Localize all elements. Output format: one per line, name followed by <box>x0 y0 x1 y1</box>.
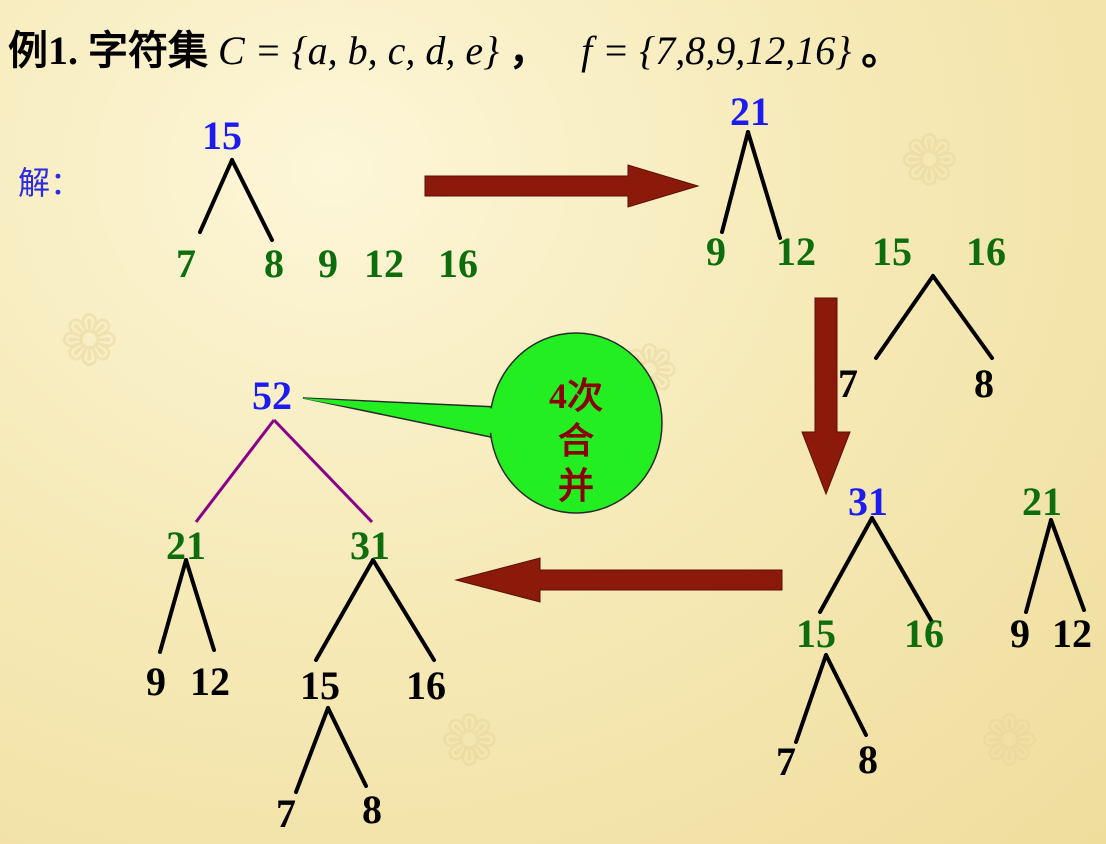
node-7: 7 <box>276 791 296 836</box>
node-21: 21 <box>730 89 770 134</box>
node-16: 16 <box>406 663 446 708</box>
node-15: 15 <box>300 663 340 708</box>
node-8: 8 <box>362 787 382 832</box>
set-c: C = {a, b, c, d, e} <box>218 28 500 73</box>
solution-label: 解： <box>18 165 83 201</box>
edge <box>294 706 330 794</box>
edge <box>371 558 436 662</box>
edge <box>158 558 188 654</box>
edge <box>794 653 828 744</box>
callout-line: 4次 <box>548 376 603 416</box>
edge <box>184 558 216 652</box>
edge <box>230 158 274 242</box>
node-12: 12 <box>190 659 230 704</box>
edge <box>931 274 994 360</box>
edge <box>870 516 934 624</box>
node-15: 15 <box>202 113 242 158</box>
edge-root-left <box>194 419 276 523</box>
edge <box>314 558 375 662</box>
node-52: 52 <box>252 373 292 418</box>
node-16: 16 <box>438 241 478 286</box>
node-31: 31 <box>848 479 888 524</box>
node-16: 16 <box>904 611 944 656</box>
node-8: 8 <box>858 737 878 782</box>
edge <box>818 516 874 614</box>
edge <box>1024 518 1053 614</box>
node-7: 7 <box>176 241 196 286</box>
edge <box>874 274 935 360</box>
arrow-down <box>801 297 851 496</box>
edge <box>720 130 750 234</box>
page-title: 例1. 字符集 C = {a, b, c, d, e} ， f = {7,8,9… <box>8 18 901 76</box>
edge <box>198 158 234 234</box>
background-ornament: ❁ <box>900 124 959 201</box>
node-16: 16 <box>966 229 1006 274</box>
node-9: 9 <box>1010 611 1030 656</box>
node-15: 15 <box>872 229 912 274</box>
edge <box>326 706 368 788</box>
node-12: 12 <box>776 229 816 274</box>
callout-line: 并 <box>557 466 594 506</box>
node-9: 9 <box>318 241 338 286</box>
callout-line: 合 <box>557 421 594 461</box>
set-f: f = {7,8,9,12,16} <box>581 28 852 73</box>
node-7: 7 <box>776 739 796 784</box>
node-21: 21 <box>166 523 206 568</box>
node-21: 21 <box>1022 479 1062 524</box>
background-ornament: ❁ <box>60 304 119 381</box>
callout-text: 4次 合 并 <box>536 374 616 509</box>
node-15: 15 <box>796 611 836 656</box>
background-ornament: ❁ <box>440 704 499 781</box>
node-12: 12 <box>1052 611 1092 656</box>
node-9: 9 <box>146 659 166 704</box>
edge <box>746 130 782 240</box>
edge <box>824 653 868 737</box>
node-12: 12 <box>364 241 404 286</box>
title-end: 。 <box>861 28 902 73</box>
node-8: 8 <box>974 361 994 406</box>
node-31: 31 <box>350 523 390 568</box>
edge <box>1049 518 1086 612</box>
edge-root-right <box>272 418 374 524</box>
title-separator: ， <box>509 28 550 73</box>
arrow-left <box>454 557 783 603</box>
node-7: 7 <box>838 361 858 406</box>
node-9: 9 <box>706 229 726 274</box>
arrow-right <box>424 164 700 208</box>
background-ornament: ❁ <box>980 704 1039 781</box>
title-prefix: 例1. 字符集 <box>8 28 208 73</box>
node-8: 8 <box>264 241 284 286</box>
